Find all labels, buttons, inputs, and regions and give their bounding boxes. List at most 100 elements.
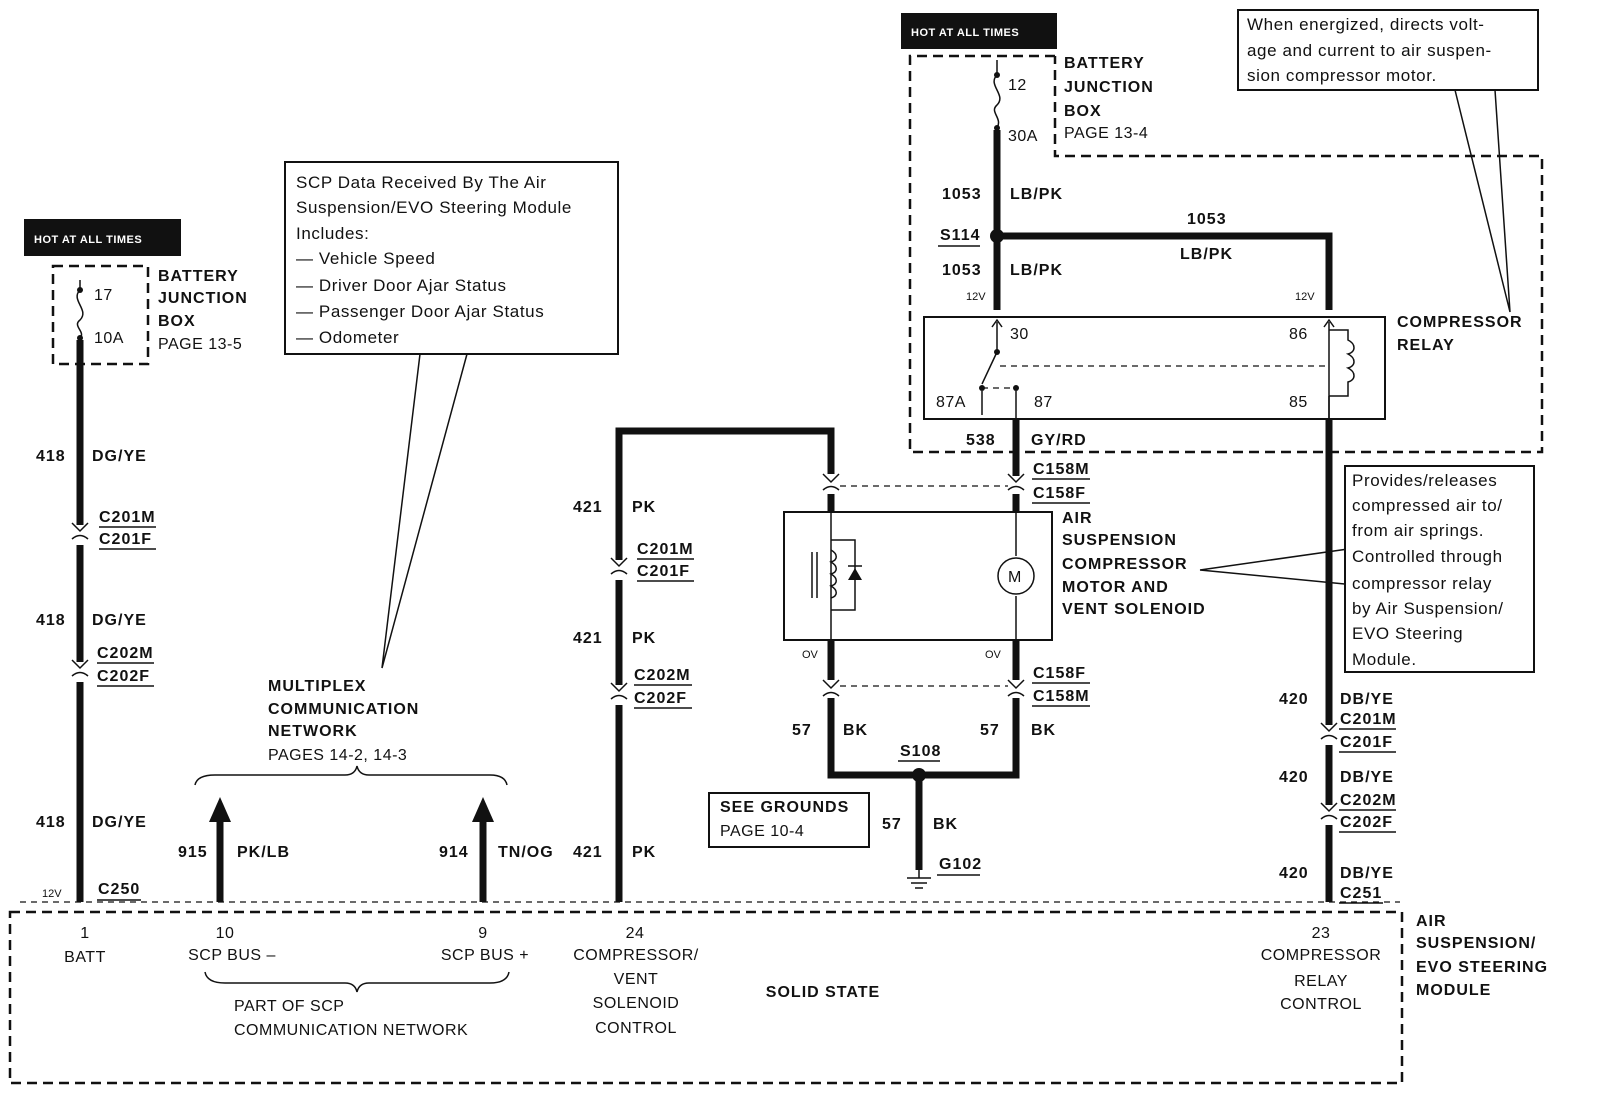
ground-circuit-left: 57 [792, 722, 812, 739]
hot-label-left: HOT AT ALL TIMES [34, 234, 142, 246]
relay-title-2: RELAY [1397, 337, 1455, 354]
module-title-2: SUSPENSION/ [1416, 935, 1536, 952]
ov-left: OV [802, 649, 819, 661]
left-fuse-symbol [76, 280, 84, 341]
compressor-title-1: AIR [1062, 510, 1093, 527]
part-of-scp-line2: COMMUNICATION NETWORK [234, 1022, 468, 1039]
comp-note-line2: compressed air to/ [1352, 496, 1503, 515]
scp-part-brace [204, 971, 510, 993]
motor-label: M [1008, 569, 1022, 586]
ground-g102: G102 [939, 856, 982, 873]
ground-c158f: C158F [1033, 665, 1086, 682]
pin24-label-4: CONTROL [595, 1020, 677, 1037]
pk-c202f: C202F [634, 690, 687, 707]
right-color-2: DB/YE [1340, 769, 1394, 786]
ground-circuit-right: 57 [980, 722, 1000, 739]
relay-note-line3: sion compressor motor. [1247, 66, 1437, 85]
right-color-3: DB/YE [1340, 865, 1394, 882]
right-junction-box-outline [908, 54, 1544, 454]
pk-circuit-2: 421 [573, 630, 603, 647]
left-c202m: C202M [97, 645, 154, 662]
compressor-title-2: SUSPENSION [1062, 532, 1177, 549]
scp-note-line4: — Vehicle Speed [296, 249, 435, 268]
feed-circuit-1: 1053 [942, 186, 982, 203]
right-jb-line3: BOX [1064, 103, 1102, 120]
pin23-label-3: CONTROL [1280, 996, 1362, 1013]
left-c250: C250 [98, 881, 140, 898]
scp-minus-circuit: 915 [178, 844, 208, 861]
right-c251: C251 [1340, 885, 1382, 902]
see-grounds-title: SEE GROUNDS [720, 799, 849, 816]
ground-c158m: C158M [1033, 688, 1090, 705]
feed-color-top: LB/PK [1180, 246, 1233, 263]
pk-c202m: C202M [634, 667, 691, 684]
left-wire-418 [71, 340, 89, 902]
comp-note-line4: Controlled through [1352, 547, 1503, 566]
relay-internals [979, 318, 1355, 418]
compressor-title-3: COMPRESSOR [1062, 556, 1188, 573]
relay-note-line2: age and current to air suspen- [1247, 41, 1492, 60]
right-fuse-number: 12 [1008, 77, 1027, 94]
ground-circuit-down: 57 [882, 816, 902, 833]
scp-note-line1: SCP Data Received By The Air [296, 173, 547, 192]
scp-note-pointer [381, 353, 468, 669]
right-c201f: C201F [1340, 734, 1393, 751]
scp-bus-minus-wire [209, 797, 231, 902]
pk-wire-421 [610, 427, 835, 902]
relay-title-1: COMPRESSOR [1397, 314, 1523, 331]
right-c201m: C201M [1340, 711, 1397, 728]
comp-note-line1: Provides/releases [1352, 471, 1497, 490]
feed-circuit-2: 1053 [942, 262, 982, 279]
vent-solenoid-symbol [811, 512, 862, 640]
left-junction-box [51, 264, 150, 366]
relay-note-pointer [1454, 89, 1511, 313]
pin23-label-1: COMPRESSOR [1261, 947, 1382, 964]
left-wire-circuit-3: 418 [36, 814, 66, 831]
output-c158m: C158M [1033, 461, 1090, 478]
scp-plus-circuit: 914 [439, 844, 469, 861]
pin9-number: 9 [478, 925, 487, 942]
left-jb-line2: JUNCTION [158, 290, 248, 307]
left-fuse-amp: 10A [94, 330, 124, 347]
relay-output-wire-538 [1007, 419, 1025, 512]
splice-s114: S114 [940, 227, 980, 244]
compressor-title-4: MOTOR AND [1062, 579, 1169, 596]
feed-circuit-top: 1053 [1187, 211, 1227, 228]
part-of-scp-line1: PART OF SCP [234, 998, 344, 1015]
module-title-4: MODULE [1416, 982, 1491, 999]
left-jb-line3: BOX [158, 313, 196, 330]
see-grounds-page: PAGE 10-4 [720, 823, 804, 840]
scp-plus-color: TN/OG [498, 844, 554, 861]
output-circuit: 538 [966, 432, 996, 449]
relay-pin-87a: 87A [936, 394, 966, 411]
solid-state-label: SOLID STATE [766, 984, 880, 1001]
left-fuse-number: 17 [94, 287, 113, 304]
comp-note-line5: compressor relay [1352, 574, 1492, 593]
pin24-label-1: COMPRESSOR/ [573, 947, 699, 964]
scp-note-line3: Includes: [296, 224, 369, 243]
left-jb-line1: BATTERY [158, 268, 239, 285]
comp-note-line7: EVO Steering [1352, 624, 1463, 643]
right-circuit-2: 420 [1279, 769, 1309, 786]
feed-12v-left: 12V [966, 291, 986, 303]
scp-data-note-box [284, 161, 619, 355]
right-c202f: C202F [1340, 814, 1393, 831]
left-wire-color-1: DG/YE [92, 448, 147, 465]
right-jb-page: PAGE 13-4 [1064, 125, 1148, 142]
relay-note-line1: When energized, directs volt- [1247, 15, 1485, 34]
relay-pin-30: 30 [1010, 326, 1029, 343]
left-wire-color-2: DG/YE [92, 612, 147, 629]
motor-symbol [997, 512, 1035, 640]
pin23-label-2: RELAY [1294, 973, 1348, 990]
right-fuse-amp: 30A [1008, 128, 1038, 145]
feed-color-1: LB/PK [1010, 186, 1063, 203]
left-wire-circuit-1: 418 [36, 448, 66, 465]
feed-12v-right: 12V [1295, 291, 1315, 303]
pk-circuit-1: 421 [573, 499, 603, 516]
pin24-label-2: VENT [614, 971, 659, 988]
left-c202f: C202F [97, 668, 150, 685]
multiplex-brace [194, 765, 508, 786]
comp-note-line6: by Air Suspension/ [1352, 599, 1504, 618]
multiplex-line2: COMMUNICATION [268, 701, 419, 718]
relay-pin-86: 86 [1289, 326, 1308, 343]
